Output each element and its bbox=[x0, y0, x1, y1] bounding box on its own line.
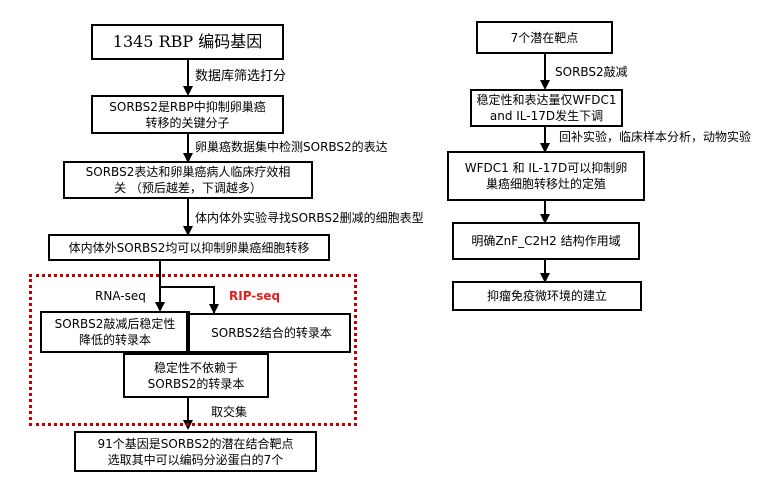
rna-seq-result-line1: SORBS2敲减后稳定性 bbox=[54, 317, 176, 331]
metastasis-line1: WFDC1 和 IL-17D可以抑制卵 bbox=[464, 161, 628, 175]
downregulation-box: 稳定性和表达量仅WFDC1 and IL-17D发生下调 bbox=[470, 89, 623, 127]
downregulation-line1: 稳定性和表达量仅WFDC1 bbox=[476, 93, 617, 107]
intersection-line1: 稳定性不依赖于 bbox=[153, 360, 238, 375]
immune-box: 抑瘤免疫微环境的建立 bbox=[452, 281, 642, 311]
start-box-text: 1345 RBP 编码基因 bbox=[112, 32, 263, 51]
key-molecule-line1: SORBS2是RBP中抑制卵巢癌 bbox=[109, 99, 266, 114]
rna-seq-label: RNA-seq bbox=[95, 289, 146, 303]
rip-seq-result-text: SORBS2结合的转录本 bbox=[211, 326, 332, 340]
metastasis-box: WFDC1 和 IL-17D可以抑制卵 巢癌细胞转移灶的定殖 bbox=[447, 151, 645, 201]
domain-text: 明确ZnF_C2H2 结构作用域 bbox=[471, 234, 621, 248]
rip-seq-result-box: SORBS2结合的转录本 bbox=[186, 313, 351, 353]
targets-box: 7个潜在靶点 bbox=[476, 21, 613, 54]
edge-label-intersect: 取交集 bbox=[211, 405, 248, 419]
key-molecule-line2: 转移的关键分子 bbox=[145, 115, 230, 130]
candidate-genes-box: 91个基因是SORBS2的潜在结合靶点 选取其中可以编码分泌蛋白的7个 bbox=[74, 431, 317, 472]
sequencing-region bbox=[29, 274, 357, 426]
domain-box: 明确ZnF_C2H2 结构作用域 bbox=[452, 222, 640, 260]
clinical-line2: 关 （预后越差，下调越多） bbox=[114, 181, 262, 195]
intersection-box: 稳定性不依赖于 SORBS2的转录本 bbox=[123, 353, 269, 398]
rna-seq-result-box: SORBS2敲减后稳定性 降低的转录本 bbox=[40, 311, 190, 353]
in-vivo-box: 体内体外SORBS2均可以抑制卵巢癌细胞转移 bbox=[48, 234, 330, 261]
edge-label-phenotype: 体内体外实验寻找SORBS2删减的细胞表型 bbox=[195, 211, 424, 225]
downregulation-line2: and IL-17D发生下调 bbox=[489, 109, 604, 123]
edge-label-knockdown: SORBS2敲减 bbox=[555, 65, 628, 79]
immune-text: 抑瘤免疫微环境的建立 bbox=[486, 289, 607, 303]
clinical-box: SORBS2表达和卵巢癌病人临床疗效相 关 （预后越差，下调越多） bbox=[63, 161, 313, 199]
edge-label-screening: 数据库筛选打分 bbox=[195, 69, 287, 84]
in-vivo-text: 体内体外SORBS2均可以抑制卵巢癌细胞转移 bbox=[68, 240, 310, 255]
key-molecule-box: SORBS2是RBP中抑制卵巢癌 转移的关键分子 bbox=[91, 95, 284, 134]
metastasis-line2: 巢癌细胞转移灶的定殖 bbox=[485, 177, 606, 191]
rna-seq-result-line2: 降低的转录本 bbox=[78, 333, 151, 347]
candidate-genes-line1: 91个基因是SORBS2的潜在结合靶点 bbox=[97, 436, 294, 451]
targets-text: 7个潜在靶点 bbox=[510, 30, 579, 45]
rip-seq-label: RIP-seq bbox=[229, 289, 281, 303]
edge-label-dataset: 卵巢癌数据集中检测SORBS2的表达 bbox=[195, 140, 388, 154]
start-box: 1345 RBP 编码基因 bbox=[91, 24, 284, 60]
candidate-genes-line2: 选取其中可以编码分泌蛋白的7个 bbox=[107, 452, 284, 467]
intersection-line2: SORBS2的转录本 bbox=[147, 376, 245, 391]
clinical-line1: SORBS2表达和卵巢癌病人临床疗效相 bbox=[85, 165, 291, 179]
edge-label-rescue: 回补实验，临床样本分析，动物实验 bbox=[559, 130, 752, 144]
